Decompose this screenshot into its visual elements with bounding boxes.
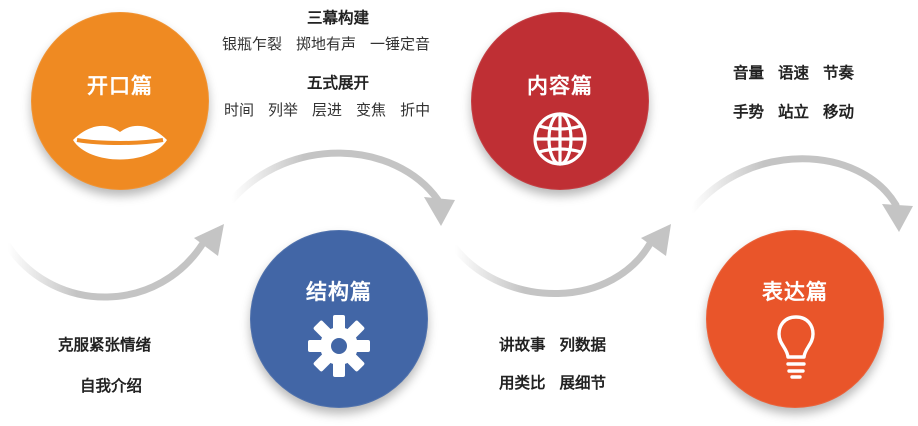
content-note: 讲故事	[499, 336, 546, 354]
arrow-curve-3	[451, 236, 656, 298]
arrow-head-4	[882, 204, 913, 232]
structure-item: 层进	[312, 101, 343, 119]
expression-notes-row-2: 手势 站立 移动	[733, 100, 854, 122]
globe-icon	[533, 112, 587, 166]
arrow-curve-1	[4, 236, 209, 301]
lips-icon	[73, 125, 167, 160]
opening-note: 克服紧张情绪	[58, 336, 152, 354]
stage-expression: 表达篇	[706, 230, 884, 408]
stage-title: 开口篇	[87, 74, 153, 98]
expression-note: 音量	[733, 64, 765, 82]
stage-structure: 结构篇	[250, 230, 428, 408]
arrow-curve-2	[228, 149, 442, 204]
stage-opening: 开口篇	[31, 12, 209, 190]
expression-note: 语速	[778, 64, 810, 82]
structure-item: 列举	[268, 101, 299, 119]
arrow-head-1	[194, 224, 224, 256]
opening-note: 自我介绍	[80, 377, 143, 395]
content-note: 列数据	[559, 336, 607, 354]
structure-heading-1: 三幕构建	[307, 9, 370, 27]
expression-note: 节奏	[823, 64, 855, 82]
expression-note: 站立	[778, 103, 810, 121]
gear-icon	[308, 315, 370, 377]
stage-title: 内容篇	[527, 74, 593, 98]
expression-note: 移动	[823, 103, 855, 121]
arrow-head-3	[641, 224, 671, 256]
structure-item: 时间	[224, 101, 255, 119]
stage-title: 结构篇	[306, 280, 372, 304]
content-note: 展细节	[559, 374, 607, 392]
structure-heading-2: 五式展开	[307, 74, 370, 92]
content-note: 用类比	[499, 374, 546, 392]
content-notes-row-1: 讲故事 列数据	[499, 333, 606, 355]
content-notes-row-2: 用类比 展细节	[499, 371, 606, 393]
stage-title: 表达篇	[762, 280, 828, 304]
structure-items-2: 时间 列举 层进 变焦 折中	[224, 99, 430, 120]
structure-item: 折中	[400, 101, 431, 119]
arrow-curve-4	[688, 155, 900, 214]
stage-content: 内容篇	[471, 12, 649, 190]
structure-item: 银瓶乍裂	[222, 35, 283, 53]
arrow-head-2	[424, 197, 455, 226]
structure-item: 变焦	[356, 101, 387, 119]
expression-note: 手势	[733, 103, 765, 121]
lightbulb-icon	[777, 315, 815, 379]
structure-item: 掷地有声	[296, 35, 357, 53]
structure-item: 一锤定音	[370, 35, 431, 53]
structure-items-1: 银瓶乍裂 掷地有声 一锤定音	[222, 33, 430, 54]
expression-notes-row-1: 音量 语速 节奏	[733, 61, 854, 83]
